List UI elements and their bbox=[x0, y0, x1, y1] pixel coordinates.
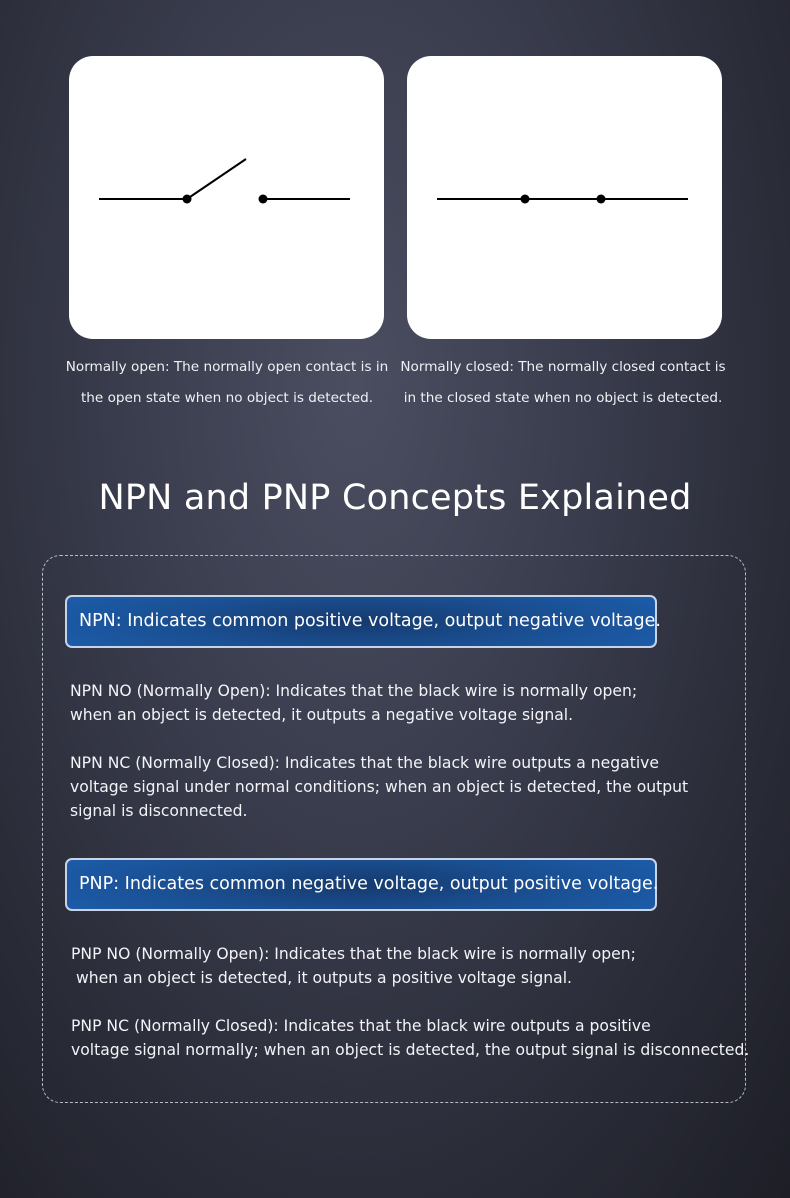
normally-closed-diagram-card bbox=[407, 56, 722, 339]
normally-open-switch-diagram bbox=[99, 158, 350, 204]
npn-no-description: NPN NO (Normally Open): Indicates that t… bbox=[70, 679, 637, 727]
no-switch-lever bbox=[186, 158, 247, 200]
caption-line: the open state when no object is detecte… bbox=[80, 390, 374, 406]
text-line: when an object is detected, it outputs a… bbox=[70, 706, 574, 724]
caption-line: Normally closed: The normally closed con… bbox=[400, 359, 726, 375]
nc-contact-right bbox=[596, 194, 606, 204]
normally-open-diagram-card bbox=[69, 56, 384, 339]
text-line: when an object is detected, it outputs a… bbox=[71, 969, 572, 987]
text-line: NPN NC (Normally Closed): Indicates that… bbox=[70, 754, 659, 772]
pnp-banner: PNP: Indicates common negative voltage, … bbox=[65, 858, 658, 911]
pnp-nc-description: PNP NC (Normally Closed): Indicates that… bbox=[71, 1014, 749, 1062]
caption-line: in the closed state when no object is de… bbox=[403, 390, 723, 406]
no-contact-left bbox=[182, 194, 192, 204]
text-line: voltage signal normally; when an object … bbox=[71, 1041, 750, 1059]
text-line: PNP NC (Normally Closed): Indicates that… bbox=[71, 1017, 651, 1035]
no-contact-right bbox=[258, 194, 268, 204]
nc-contact-left bbox=[520, 194, 530, 204]
normally-closed-switch-diagram bbox=[437, 194, 688, 204]
caption-line: Normally open: The normally open contact… bbox=[65, 359, 389, 375]
text-line: PNP NO (Normally Open): Indicates that t… bbox=[71, 945, 636, 963]
npn-nc-description: NPN NC (Normally Closed): Indicates that… bbox=[70, 751, 688, 823]
text-line: signal is disconnected. bbox=[70, 802, 248, 820]
npn-banner: NPN: Indicates common positive voltage, … bbox=[65, 595, 661, 648]
normally-open-caption: Normally open: The normally open contact… bbox=[62, 352, 392, 414]
page-title: NPN and PNP Concepts Explained bbox=[98, 478, 692, 518]
normally-closed-caption: Normally closed: The normally closed con… bbox=[398, 352, 728, 414]
text-line: NPN NO (Normally Open): Indicates that t… bbox=[70, 682, 638, 700]
concepts-panel bbox=[42, 555, 746, 1103]
pnp-no-description: PNP NO (Normally Open): Indicates that t… bbox=[71, 942, 636, 990]
text-line: voltage signal under normal conditions; … bbox=[70, 778, 689, 796]
